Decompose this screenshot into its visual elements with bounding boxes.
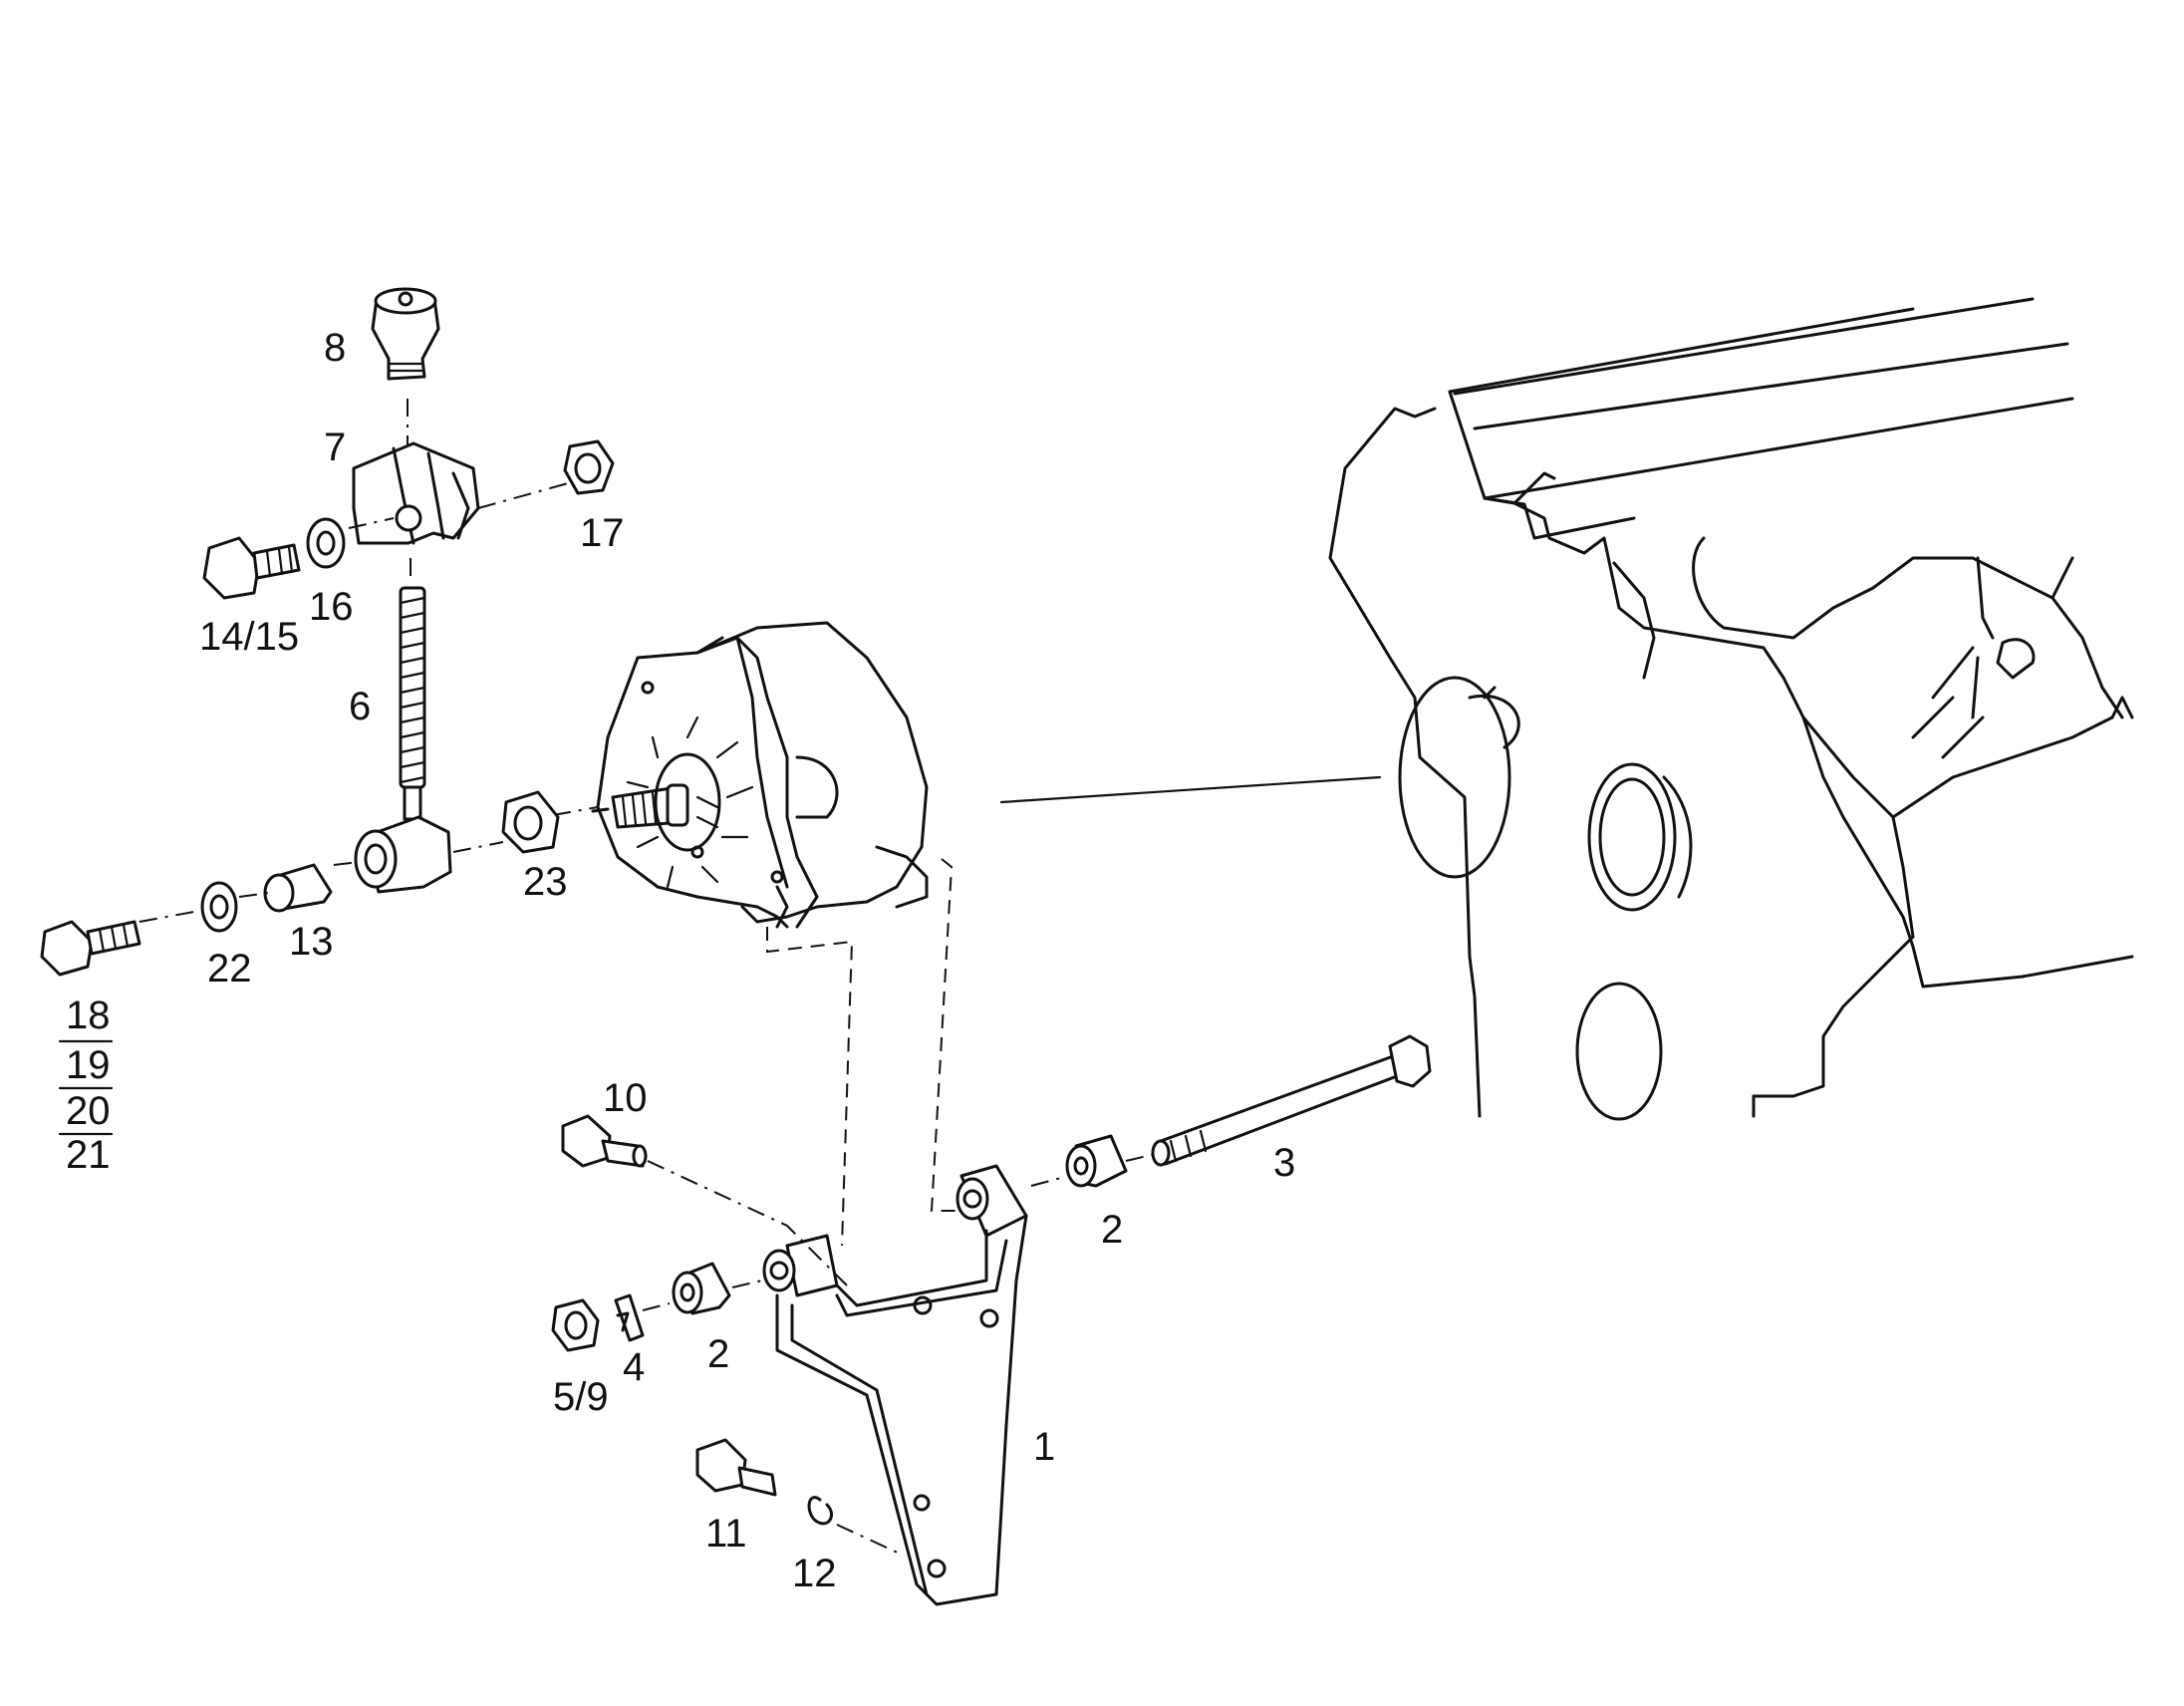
engine-block: [1328, 297, 2134, 1121]
label-16: 16: [309, 585, 354, 629]
axis-line: [642, 1302, 671, 1311]
leader-line: [999, 775, 1382, 804]
axis-line: [836, 1524, 903, 1556]
part-3-long-bolt: [1151, 1034, 1432, 1167]
part-7-clevis: [352, 441, 480, 545]
label-5-9: 5/9: [553, 1375, 609, 1419]
label-8: 8: [324, 326, 346, 370]
part-6-threaded-rod: [354, 586, 452, 894]
axis-line: [477, 482, 569, 509]
part-4-lock-washer: [614, 1293, 645, 1342]
label-17: 17: [580, 511, 625, 555]
axis-line: [138, 910, 200, 923]
label-3: 3: [1273, 1141, 1295, 1185]
part-2-spacer-right: [1065, 1134, 1128, 1188]
part-22-washer: [200, 881, 238, 933]
axis-line: [1125, 1153, 1157, 1162]
part-18-21-bolt: [40, 920, 141, 977]
label-7: 7: [324, 426, 346, 469]
mounting-bracket: [762, 1164, 1028, 1606]
axis-line: [333, 861, 360, 866]
axis-line: [552, 806, 599, 816]
part-2-spacer-left: [672, 1262, 731, 1315]
label-23: 23: [523, 860, 568, 904]
part-8-bolt: [371, 287, 440, 381]
part-10-bolt: [561, 1114, 648, 1168]
guide-line: [766, 927, 854, 1247]
label-22: 22: [207, 947, 252, 991]
alternator: [591, 621, 929, 929]
axis-line: [348, 517, 395, 529]
part-12-circlip: [807, 1496, 833, 1526]
label-20: 20: [66, 1089, 111, 1133]
part-16-washer: [306, 517, 346, 569]
label-1: 1: [1033, 1425, 1055, 1469]
axis-line: [1030, 1177, 1062, 1187]
part-13-sleeve: [263, 863, 333, 913]
label-10: 10: [603, 1076, 648, 1120]
stacked-part-labels: 18 19 20 21: [58, 994, 114, 1177]
label-21: 21: [66, 1133, 111, 1177]
part-23-nut: [501, 790, 560, 854]
label-2-left: 2: [707, 1332, 729, 1376]
part-11-bolt: [695, 1438, 777, 1497]
label-14-15: 14/15: [199, 615, 299, 659]
label-13: 13: [289, 920, 334, 964]
label-11: 11: [705, 1512, 747, 1556]
part-5-9-nut: [551, 1298, 600, 1352]
label-12: 12: [792, 1552, 837, 1595]
part-labels: 1 2 2 3 4 5/9 6 7 8 10 11 12 13 14/15 16…: [199, 326, 1295, 1595]
label-6: 6: [349, 685, 371, 728]
axis-line: [452, 841, 504, 853]
label-4: 4: [623, 1345, 645, 1389]
axis-line: [731, 1280, 763, 1288]
axis-line: [238, 892, 270, 898]
guide-line: [930, 858, 961, 1212]
part-14-15-bolt: [202, 536, 301, 600]
part-17-nut: [563, 439, 615, 495]
label-19: 19: [66, 1043, 111, 1087]
axis-line: [647, 1160, 848, 1286]
label-2-right: 2: [1101, 1208, 1123, 1252]
label-18: 18: [66, 994, 111, 1037]
